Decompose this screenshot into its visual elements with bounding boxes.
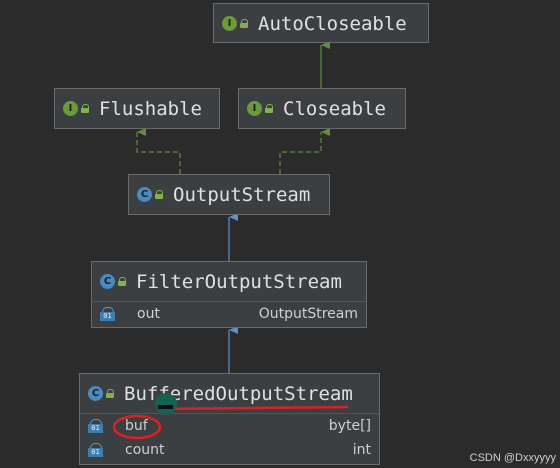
node-header: C OutputStream [129, 175, 329, 214]
field-row[interactable]: 01 count int [80, 438, 379, 462]
field-row[interactable]: 01 out OutputStream [92, 301, 366, 326]
node-header: C BufferedOutputStream [80, 374, 379, 413]
flushable-node[interactable]: I Flushable [54, 88, 220, 129]
field-type: int [352, 442, 371, 458]
node-title: AutoCloseable [258, 12, 407, 35]
public-lock-icon [240, 19, 248, 28]
public-lock-icon [106, 389, 114, 398]
node-header: I AutoCloseable [214, 4, 428, 43]
class-icon: C [137, 187, 152, 202]
field-name: count [125, 442, 165, 458]
node-title: Flushable [99, 97, 202, 120]
field-name: out [137, 306, 160, 322]
red-annotation-circle [112, 414, 162, 440]
bufferedoutputstream-node[interactable]: C BufferedOutputStream 01 buf byte[] 01 … [79, 373, 380, 465]
public-lock-icon [265, 104, 273, 113]
red-annotation-stroke [158, 405, 349, 411]
interface-icon: I [247, 101, 262, 116]
outputstream-node[interactable]: C OutputStream [128, 174, 330, 215]
class-icon: C [100, 274, 115, 289]
field-type: byte[] [328, 418, 371, 434]
class-icon: C [88, 386, 103, 401]
node-header: I Flushable [55, 89, 219, 128]
public-lock-icon [118, 277, 126, 286]
interface-icon: I [222, 16, 237, 31]
node-title: BufferedOutputStream [124, 382, 353, 405]
field-row[interactable]: 01 buf byte[] [80, 413, 379, 438]
public-lock-icon [155, 190, 163, 199]
node-title: OutputStream [173, 183, 311, 206]
closeable-node[interactable]: I Closeable [238, 88, 406, 129]
filteroutputstream-node[interactable]: C FilterOutputStream 01 out OutputStream [91, 261, 367, 328]
outputstream-to-flushable-arrow [136, 128, 181, 174]
field-icon: 01 [88, 419, 103, 433]
public-lock-icon [81, 104, 89, 113]
node-title: Closeable [283, 97, 386, 120]
cursor-highlight-icon [155, 393, 177, 415]
node-header: C FilterOutputStream [92, 262, 366, 301]
autocloseable-node[interactable]: I AutoCloseable [213, 3, 429, 43]
interface-icon: I [63, 101, 78, 116]
field-icon: 01 [100, 307, 115, 321]
watermark: CSDN @Dxxyyyy [469, 452, 556, 464]
field-icon: 01 [88, 443, 103, 457]
field-type: OutputStream [258, 306, 358, 322]
outputstream-to-closeable-arrow [279, 128, 330, 174]
field-name: buf [125, 418, 148, 434]
node-title: FilterOutputStream [136, 270, 342, 293]
cursor-bar-icon [158, 405, 173, 409]
node-header: I Closeable [239, 89, 405, 128]
